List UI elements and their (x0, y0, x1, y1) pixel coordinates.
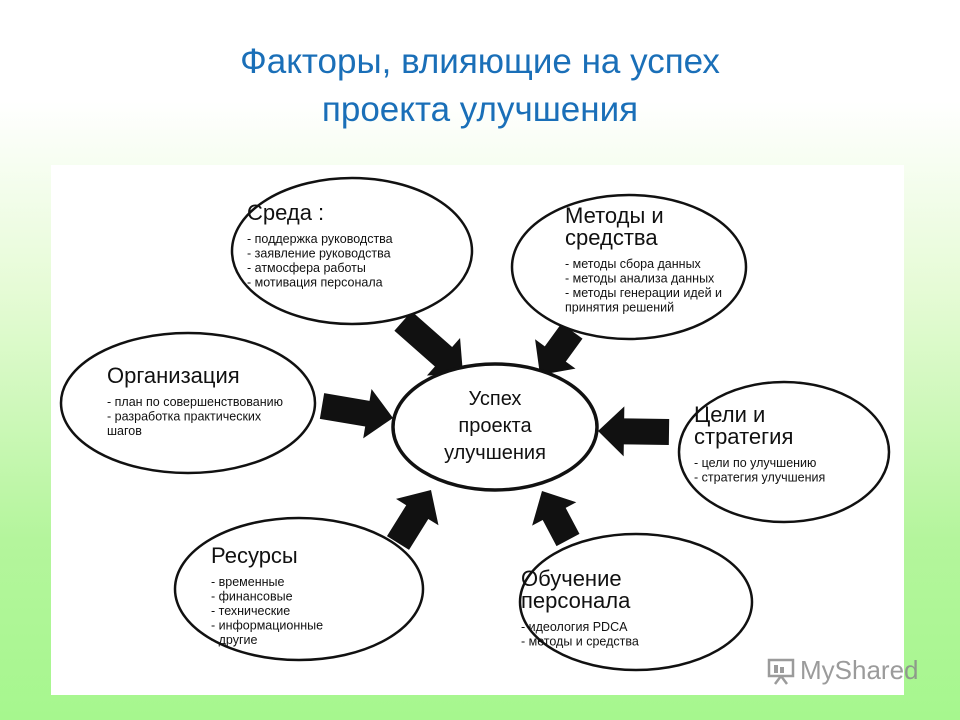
node-methods-ellipse (510, 193, 748, 341)
node-methods-item: - методы сбора данных (565, 257, 702, 271)
node-resources-item: - информационные (211, 619, 323, 633)
arrow-resources (386, 490, 439, 550)
node-goals-ellipse (677, 380, 891, 524)
center-label-line: улучшения (444, 442, 546, 464)
node-training-item: - методы и средства (521, 635, 639, 649)
node-environment-item: - поддержка руководства (247, 232, 393, 246)
node-resources: Ресурсы - временные- финансовые- техничес… (173, 516, 425, 662)
node-environment-ellipse (230, 176, 474, 326)
center-label-line: Успех (469, 388, 522, 410)
node-resources-item: - технические (211, 604, 290, 618)
watermark: MyShared (766, 655, 919, 686)
node-organization-ellipse (59, 331, 317, 475)
arrow-organization (319, 389, 393, 439)
node-center-ellipse (391, 362, 599, 492)
node-methods-item: - методы анализа данных (565, 272, 715, 286)
diagram-panel: Среда : - поддержка руководства- заявлени… (51, 165, 904, 695)
node-training-title: Обучение (521, 566, 622, 591)
node-methods-title: Методы и (565, 203, 664, 228)
node-center: Успех проекта улучшения (391, 362, 599, 492)
arrows-group (319, 311, 670, 550)
arrow-methods (535, 323, 583, 375)
node-training-ellipse (518, 532, 754, 672)
node-environment-item: - заявление руководства (247, 247, 391, 261)
node-environment: Среда : - поддержка руководства- заявлени… (230, 176, 474, 326)
node-goals-item: - цели по улучшению (694, 456, 816, 470)
node-goals-item: - стратегия улучшения (694, 471, 825, 485)
presentation-board-icon (767, 658, 795, 685)
node-resources-item: - другие (211, 633, 258, 647)
node-goals-title: стратегия (694, 424, 793, 449)
slide-title: Факторы, влияющие на успех проекта улучш… (0, 38, 960, 134)
node-training-title: персонала (521, 588, 631, 613)
node-resources-title: Ресурсы (211, 543, 298, 568)
node-organization-item: шагов (107, 424, 142, 438)
node-environment-title: Среда : (247, 200, 324, 225)
node-goals-title: Цели и (694, 402, 765, 427)
node-resources-item: - финансовые (211, 590, 293, 604)
node-organization: Организация - план по совершенствованию- … (59, 331, 317, 475)
node-resources-item: - временные (211, 575, 285, 589)
node-methods-title: средства (565, 225, 658, 250)
slide-title-line-1: Факторы, влияющие на успех (240, 42, 720, 81)
node-training-item: - идеология PDCA (521, 620, 628, 634)
factors-diagram: Среда : - поддержка руководства- заявлени… (59, 176, 891, 672)
node-environment-item: - мотивация персонала (247, 276, 383, 290)
node-environment-item: - атмосфера работы (247, 261, 366, 275)
node-methods-item: - методы генерации идей и (565, 286, 722, 300)
node-organization-item: - разработка практических (107, 410, 262, 424)
arrow-environment (394, 311, 463, 376)
slide-title-line-2: проекта улучшения (321, 90, 639, 129)
node-organization-title: Организация (107, 363, 240, 388)
node-resources-ellipse (173, 516, 425, 662)
watermark-text: MyShared (800, 655, 919, 685)
arrow-training (532, 491, 580, 547)
arrow-goals (598, 406, 670, 457)
node-methods-item: принятия решений (565, 301, 674, 315)
center-label-line: проекта (458, 415, 532, 437)
node-organization-item: - план по совершенствованию (107, 395, 283, 409)
